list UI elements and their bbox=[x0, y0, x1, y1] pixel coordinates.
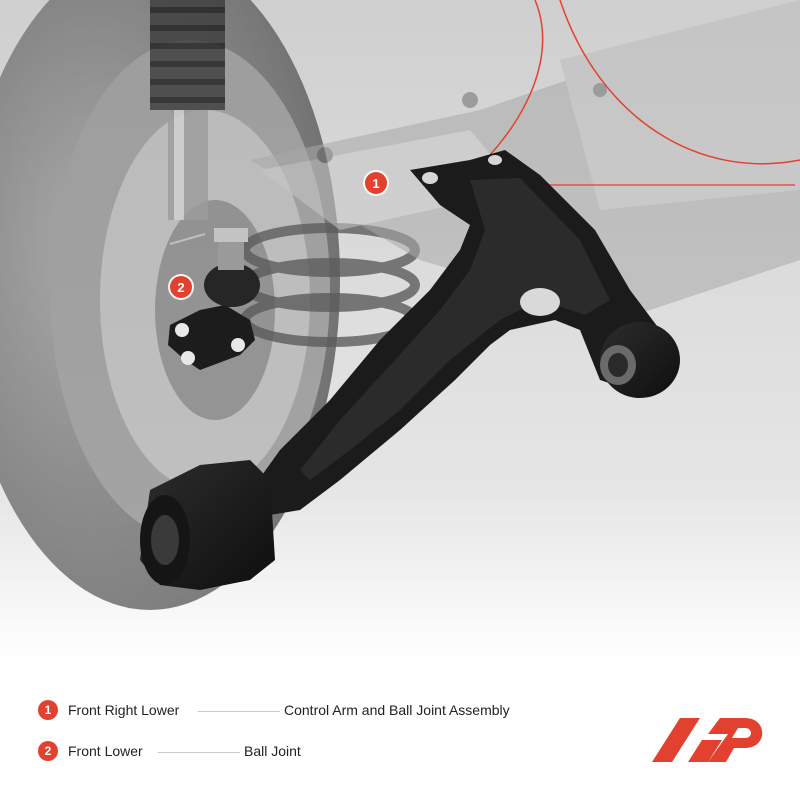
legend-leader-line bbox=[198, 711, 280, 712]
callout-2: 2 bbox=[170, 276, 192, 298]
legend-number-2: 2 bbox=[38, 741, 58, 761]
parts-legend: 1 Front Right Lower Control Arm and Ball… bbox=[38, 700, 598, 782]
legend-row: 2 Front Lower Ball Joint bbox=[38, 741, 598, 763]
callout-1-number: 1 bbox=[372, 175, 380, 191]
callout-2-number: 2 bbox=[177, 279, 185, 295]
legend-part-position: Front Right Lower bbox=[68, 702, 180, 718]
brand-logo-icon bbox=[650, 710, 775, 765]
legend-number-1: 1 bbox=[38, 700, 58, 720]
suspension-illustration bbox=[0, 0, 800, 660]
legend-part-position: Front Lower bbox=[68, 743, 143, 759]
strut-background bbox=[150, 0, 420, 347]
legend-row: 1 Front Right Lower Control Arm and Ball… bbox=[38, 700, 598, 722]
product-scene: 1 2 bbox=[0, 0, 800, 660]
legend-leader-line bbox=[158, 752, 240, 753]
control-arm-part bbox=[140, 150, 680, 590]
legend-part-name: Ball Joint bbox=[244, 743, 301, 759]
legend-part-name: Control Arm and Ball Joint Assembly bbox=[284, 702, 510, 718]
ball-joint-part bbox=[168, 228, 260, 370]
subframe-background bbox=[250, 0, 800, 320]
callout-1: 1 bbox=[365, 172, 387, 194]
